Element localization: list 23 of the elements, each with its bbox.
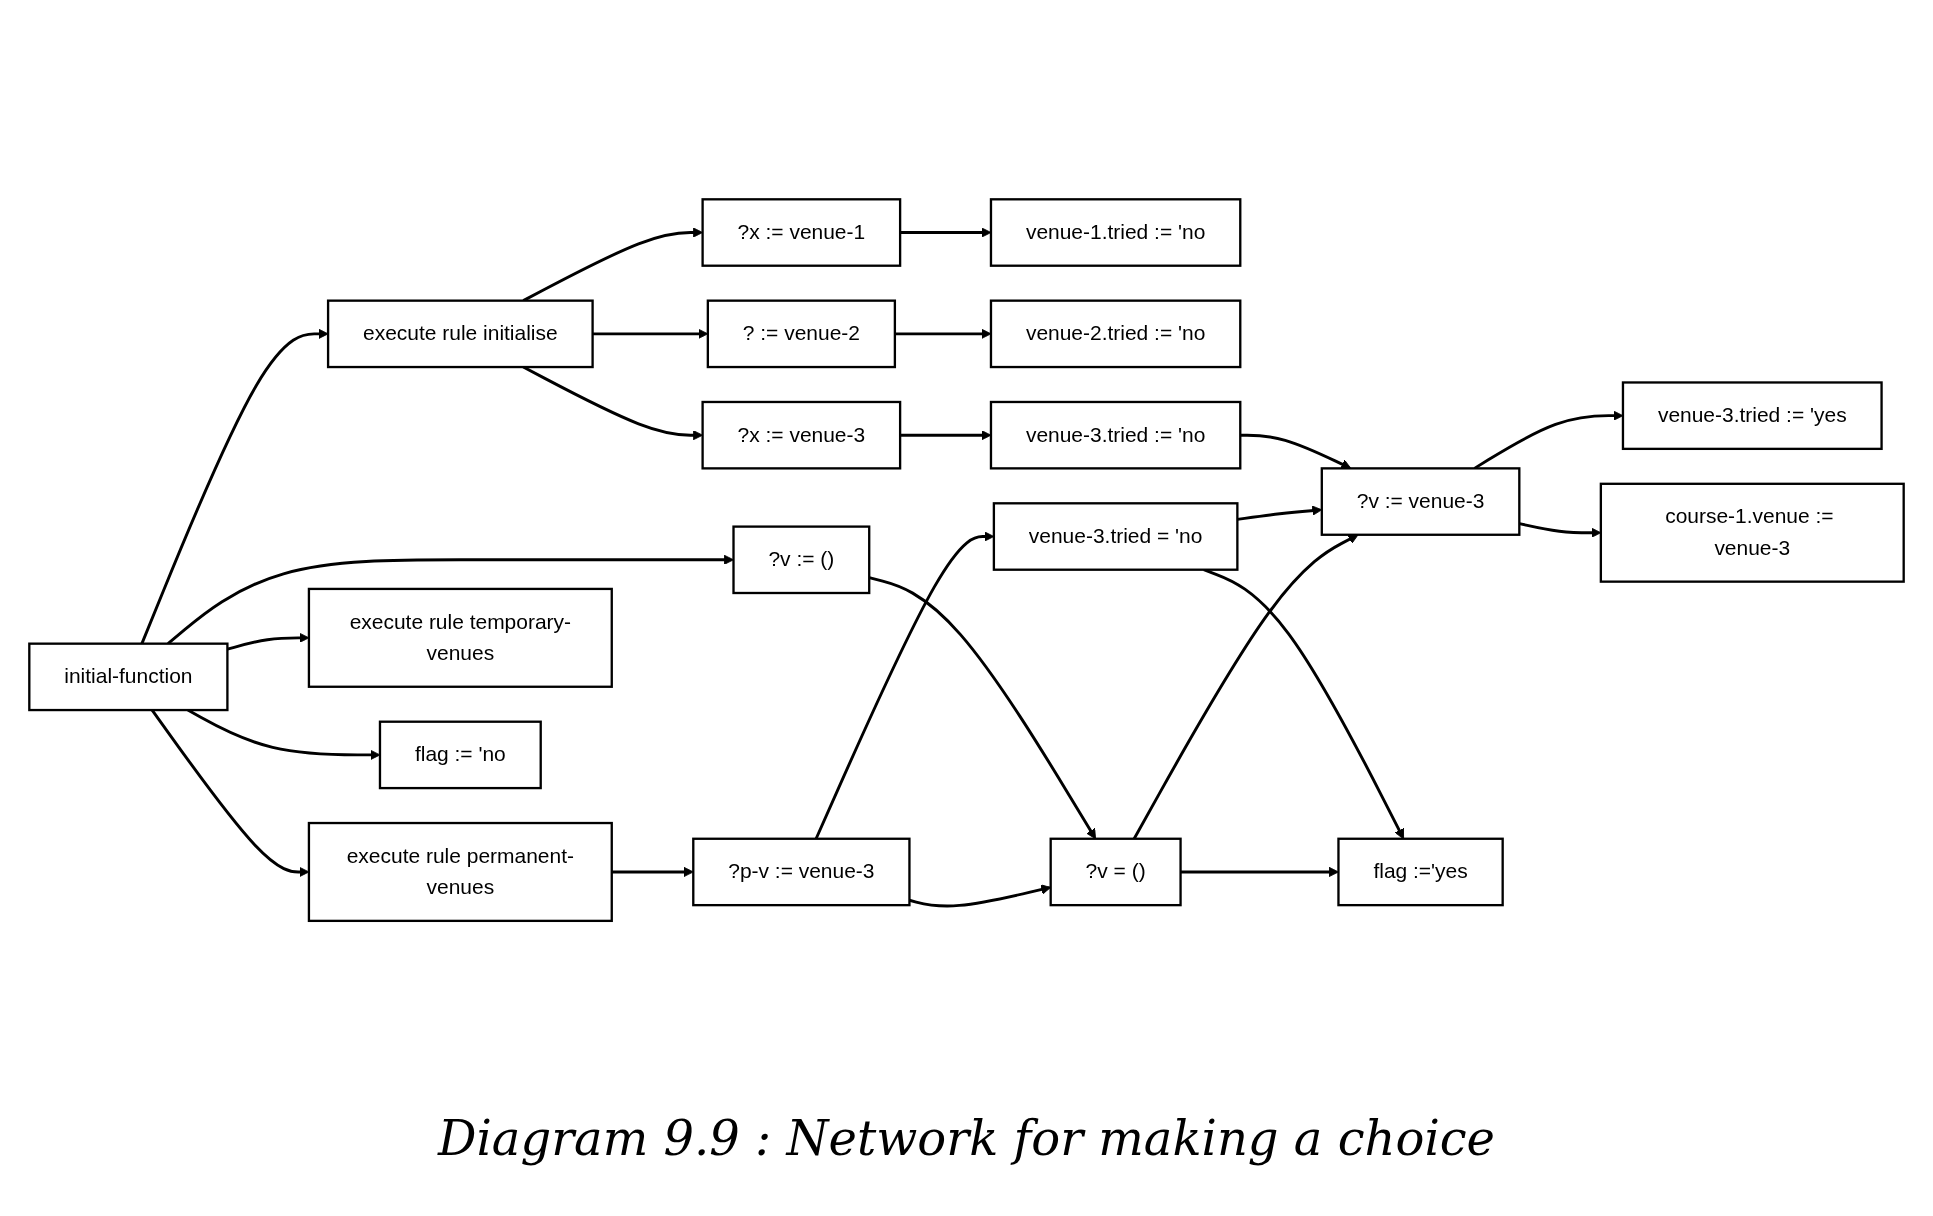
node-box: execute rule temporary-venues	[307, 587, 613, 688]
arrow	[1240, 433, 1352, 469]
node-box: ?v := ()	[732, 525, 871, 595]
node-box: execute rule permanent-venues	[307, 821, 613, 922]
node-box: ?p-v := venue-3	[692, 837, 911, 907]
node-box: venue-1.tried := 'no	[989, 198, 1242, 267]
node-box: venue-3.tried := 'yes	[1621, 381, 1883, 450]
node-box: flag :='yes	[1337, 837, 1504, 907]
node-box: execute rule initialise	[326, 299, 594, 369]
diagram-caption: Diagram 9.9 : Network for making a choice	[437, 1110, 1496, 1166]
node-box: venue-3.tried := 'no	[989, 400, 1242, 470]
node-box: venue-2.tried := 'no	[989, 299, 1242, 369]
node-box: ?x := venue-1	[701, 198, 902, 267]
node-box: flag := 'no	[378, 720, 542, 790]
node-box: ? := venue-2	[706, 299, 897, 369]
node-box: ?v = ()	[1049, 837, 1182, 907]
arrow	[611, 866, 694, 877]
node-box: initial-function	[28, 642, 229, 712]
node-box: venue-3.tried = 'no	[992, 502, 1239, 571]
node-box: course-1.venue := venue-3	[1599, 482, 1905, 583]
node-box: ?v := venue-3	[1320, 467, 1521, 536]
node-box: ?x := venue-3	[701, 400, 902, 470]
arrow	[1180, 866, 1339, 877]
